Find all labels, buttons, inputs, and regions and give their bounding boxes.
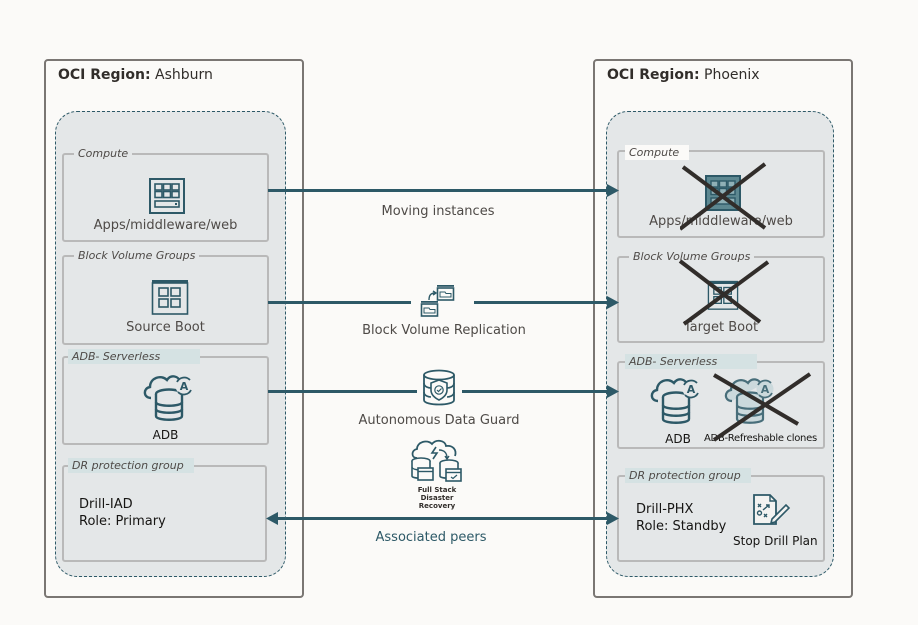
dr-group-name: Drill-PHX (636, 502, 694, 517)
connection-label: Associated peers (375, 530, 487, 545)
service-label-line: Disaster (420, 494, 454, 502)
service-label-line: Recovery (418, 502, 456, 510)
svg-text:A: A (687, 383, 696, 396)
resource-name: Apps/middleware/web (93, 218, 238, 233)
region-title: OCI Region: Phoenix (607, 67, 760, 83)
connector-volume-replication-right (474, 301, 613, 304)
region-title: OCI Region: Ashburn (58, 67, 213, 83)
adb-group-ashburn[interactable]: ADB- Serverless (62, 349, 269, 445)
group-label: Compute (74, 146, 133, 161)
compute-group-ashburn[interactable]: Compute (62, 146, 269, 242)
crossed-out-icon (712, 372, 812, 442)
connection-label: Block Volume Replication (362, 323, 526, 338)
refreshable-clone-icon: A (724, 378, 774, 424)
block-volume-group-ashburn[interactable]: Block Volume Groups (62, 248, 269, 345)
crossed-out-icon (678, 259, 770, 326)
drill-plan-label[interactable]: Stop Drill Plan (733, 534, 818, 548)
region-name: Phoenix (704, 67, 760, 83)
crossed-out-icon (680, 162, 767, 231)
dr-group-role: Role: Standby (636, 519, 727, 534)
group-label: Block Volume Groups (629, 249, 755, 264)
autonomous-database-icon: A (143, 375, 193, 421)
connector-associated-peers (272, 517, 613, 520)
group-label: Block Volume Groups (74, 248, 200, 263)
resource-name: ADB (665, 432, 691, 446)
block-volume-icon (151, 280, 189, 315)
connector-data-guard-right (462, 390, 613, 393)
arrow-head-icon (607, 184, 619, 197)
arrow-head-icon (607, 512, 619, 525)
region-label: OCI Region: (58, 67, 151, 83)
dr-protection-group-phoenix[interactable]: DR protection group (617, 468, 825, 562)
volume-replication-icon (420, 285, 455, 317)
compute-group-phoenix[interactable]: Compute (617, 145, 825, 238)
data-guard-icon (423, 369, 455, 406)
block-volume-group-phoenix[interactable]: Block Volume Groups (617, 249, 825, 343)
group-label: ADB- Serverless (625, 354, 758, 369)
region-label: OCI Region: (607, 67, 700, 83)
resource-name: ADB (152, 428, 179, 442)
group-label: ADB- Serverless (68, 349, 201, 364)
arrow-head-icon (607, 385, 619, 398)
group-label: DR protection group (68, 458, 194, 473)
connector-moving-instances (268, 189, 613, 192)
group-label: DR protection group (625, 468, 751, 483)
arrow-head-icon (607, 296, 619, 309)
service-label-line: Full Stack (417, 486, 457, 494)
connection-label: Moving instances (381, 204, 495, 219)
connector-volume-replication-left (268, 301, 411, 304)
autonomous-database-icon: A (650, 378, 700, 424)
region-name: Ashburn (155, 67, 213, 83)
clone-name: ADB-Refreshable clones (704, 433, 817, 444)
svg-text:A: A (761, 383, 770, 396)
dr-group-name: Drill-IAD (79, 497, 133, 512)
compute-instance-icon (149, 178, 185, 214)
dr-group-role: Role: Primary (79, 514, 166, 529)
group-label: Compute (625, 145, 690, 160)
drill-plan-icon[interactable] (752, 494, 796, 526)
resource-name: Source Boot (126, 320, 205, 335)
adb-group-phoenix[interactable]: ADB- Serverless (617, 354, 825, 449)
dr-protection-group-ashburn[interactable]: DR protection group (62, 458, 267, 562)
resource-name: Target Boot (683, 320, 759, 335)
connection-label: Autonomous Data Guard (358, 413, 520, 428)
svg-text:A: A (180, 380, 189, 393)
full-stack-dr-icon (411, 439, 462, 482)
arrow-head-icon (266, 512, 278, 525)
compute-instance-icon (705, 175, 741, 211)
connector-data-guard-left (268, 390, 417, 393)
